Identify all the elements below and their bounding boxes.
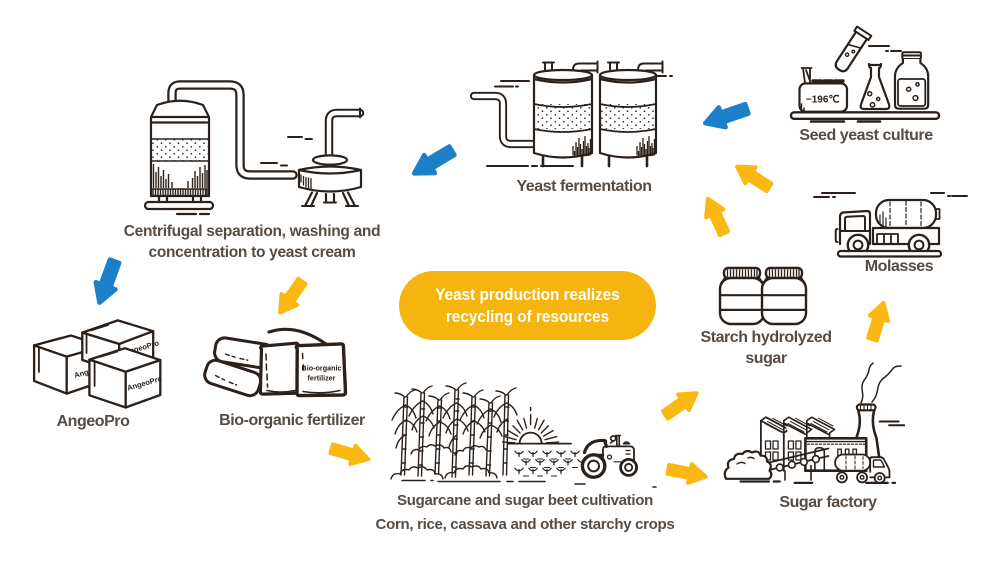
svg-text:fertilizer: fertilizer bbox=[308, 374, 336, 383]
svg-text:−196℃: −196℃ bbox=[806, 95, 840, 106]
svg-text:Bio-organic: Bio-organic bbox=[302, 364, 342, 373]
